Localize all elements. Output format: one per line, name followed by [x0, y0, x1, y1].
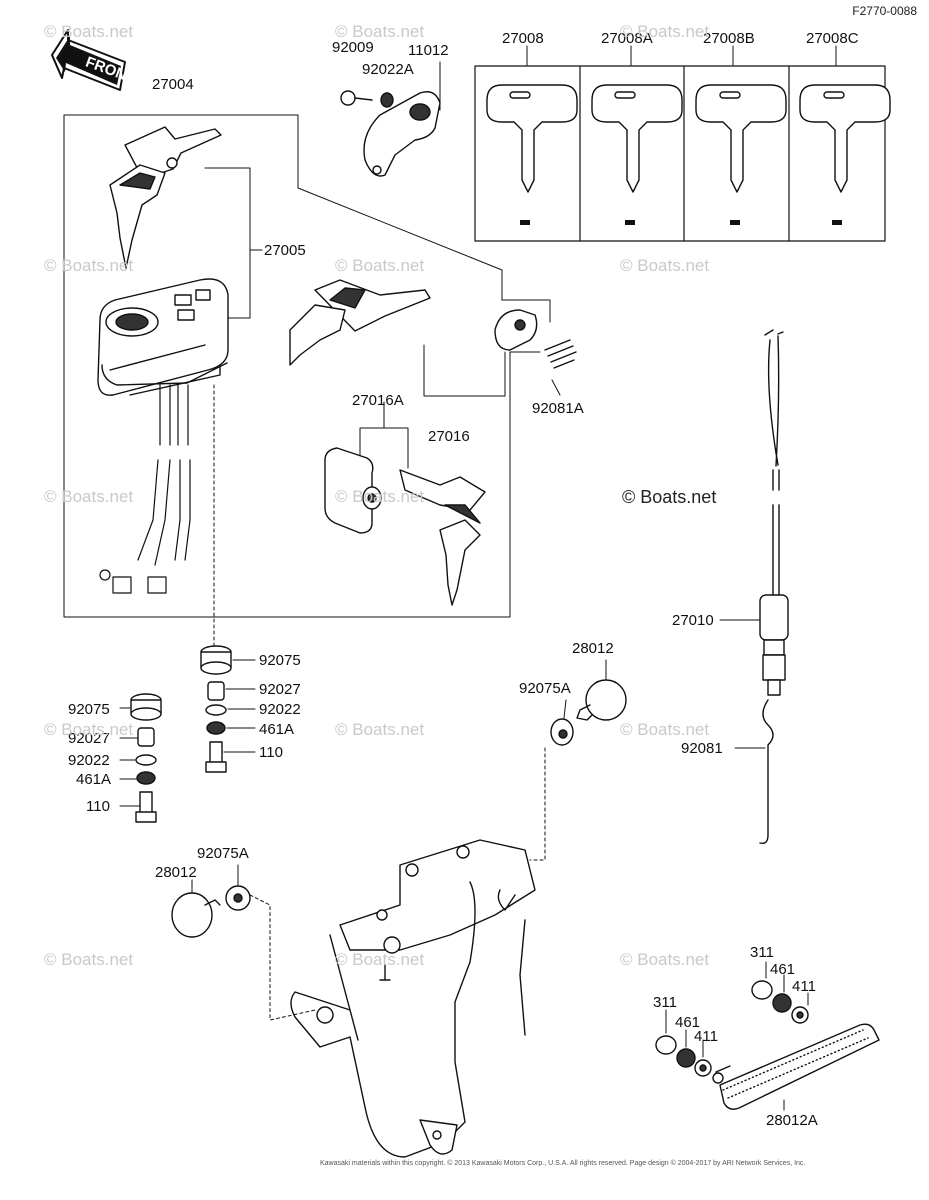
- key-27008A-icon: [591, 84, 683, 193]
- return-spring-icon: [759, 699, 774, 845]
- label-411-b[interactable]: 411: [694, 1028, 718, 1045]
- lock-cylinder-icon: [494, 309, 538, 351]
- plate-11012-icon: [340, 90, 441, 177]
- label-11012[interactable]: 11012: [408, 42, 449, 59]
- label-92009[interactable]: 92009: [332, 39, 374, 56]
- label-92022A[interactable]: 92022A: [362, 61, 414, 78]
- assembly-outline: [63, 114, 551, 323]
- watermark: © Boats.net: [335, 720, 425, 739]
- watermark: © Boats.net: [44, 22, 134, 41]
- label-92075A-top[interactable]: 92075A: [519, 680, 571, 697]
- right-bushing-stack-icon: [200, 645, 232, 773]
- copyright-notice: Kawasaki materials within this copyright…: [320, 1160, 806, 1167]
- label-461-a[interactable]: 461: [770, 961, 796, 978]
- label-411-a[interactable]: 411: [792, 978, 816, 995]
- watermark: © Boats.net: [620, 22, 710, 41]
- helmet-lock-icon: [324, 447, 382, 534]
- watermark: © Boats.net: [44, 950, 134, 969]
- label-92022-left[interactable]: 92022: [68, 752, 110, 769]
- watermark: © Boats.net: [620, 720, 710, 739]
- watermark: © Boats.net: [335, 22, 425, 41]
- wire-harness-icon: [99, 384, 191, 594]
- nut-washer-set-b-icon: [655, 1035, 712, 1077]
- label-92081[interactable]: 92081: [681, 740, 723, 757]
- label-461-b[interactable]: 461: [675, 1014, 701, 1031]
- label-28012-top[interactable]: 28012: [572, 640, 614, 657]
- key-27008B-icon: [695, 84, 787, 193]
- label-27004[interactable]: 27004: [152, 76, 194, 93]
- label-27010[interactable]: 27010: [672, 612, 714, 629]
- watermark: © Boats.net: [44, 256, 134, 275]
- label-27008A[interactable]: 27008A: [601, 30, 653, 47]
- label-28012-bottom[interactable]: 28012: [155, 864, 197, 881]
- label-461A-left[interactable]: 461A: [76, 771, 112, 788]
- label-27008C[interactable]: 27008C: [806, 30, 859, 47]
- label-92027-right[interactable]: 92027: [259, 681, 301, 698]
- watermark: © Boats.net: [335, 950, 425, 969]
- label-27005[interactable]: 27005: [264, 242, 306, 259]
- label-92075-left[interactable]: 92075: [68, 701, 110, 718]
- label-311-b[interactable]: 311: [653, 994, 677, 1011]
- label-27008B[interactable]: 27008B: [703, 30, 755, 47]
- label-92022-right[interactable]: 92022: [259, 701, 301, 718]
- watermark: © Boats.net: [44, 720, 134, 739]
- label-110-right[interactable]: 110: [259, 744, 283, 761]
- helmet-lock-keys-icon: [399, 469, 486, 606]
- spring-icon: [544, 339, 577, 369]
- key-27008C-icon: [799, 84, 891, 193]
- ignition-switch-icon: [97, 278, 229, 396]
- label-27008[interactable]: 27008: [502, 30, 544, 47]
- figure-code: F2770-0088: [852, 4, 917, 18]
- seat-lock-keys-icon: [289, 279, 431, 366]
- label-92075A-bottom[interactable]: 92075A: [197, 845, 249, 862]
- front-arrow: [51, 29, 126, 91]
- label-27016A[interactable]: 27016A: [352, 392, 404, 409]
- reflector-28012-top-icon: [550, 679, 627, 746]
- key-27008-icon: [486, 84, 578, 193]
- reflector-28012-bottom-icon: [171, 885, 251, 938]
- label-461A-right[interactable]: 461A: [259, 721, 295, 738]
- rear-reflector-28012A-icon: [712, 1023, 880, 1110]
- watermark-dark: © Boats.net: [622, 487, 717, 507]
- brake-switch-cable-icon: [759, 329, 789, 696]
- watermark: © Boats.net: [620, 256, 710, 275]
- ignition-keys-icon: [109, 126, 222, 269]
- nut-washer-set-a-icon: [751, 980, 809, 1024]
- watermark: © Boats.net: [44, 487, 134, 506]
- label-110-left[interactable]: 110: [86, 798, 110, 815]
- label-311-a[interactable]: 311: [750, 944, 774, 961]
- label-92081A[interactable]: 92081A: [532, 400, 584, 417]
- watermark: © Boats.net: [335, 487, 425, 506]
- mounting-bracket-icon: [290, 839, 536, 1158]
- label-92027-left[interactable]: 92027: [68, 730, 110, 747]
- label-27016[interactable]: 27016: [428, 428, 470, 445]
- watermark: © Boats.net: [620, 950, 710, 969]
- label-92075-right[interactable]: 92075: [259, 652, 301, 669]
- watermark: © Boats.net: [335, 256, 425, 275]
- left-bushing-stack-icon: [130, 693, 162, 823]
- label-28012A[interactable]: 28012A: [766, 1112, 818, 1129]
